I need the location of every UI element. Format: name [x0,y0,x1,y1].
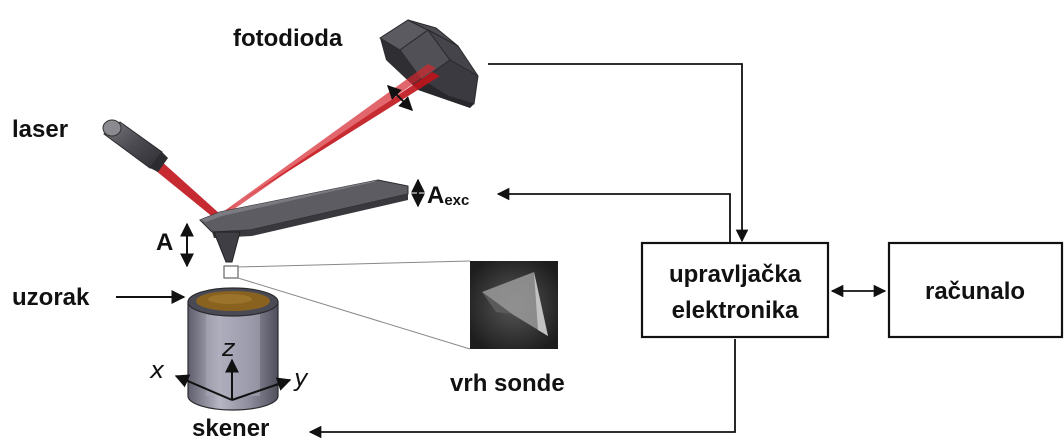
scanner-axes [174,358,292,401]
axis-z-label: z [221,334,236,362]
laser-beam [150,64,440,218]
control-to-scanner-wire [308,339,736,439]
control-to-excitation-wire [496,187,731,243]
laser-label: laser [12,116,68,143]
computer-label: računalo [925,278,1025,305]
control-electronics-line1: upravljačka [669,261,802,288]
axis-y-label: y [293,364,309,392]
control-electronics-box [640,241,830,339]
laser-emitter-icon [102,119,168,172]
control-electronics-line2: elektronika [672,297,799,324]
zoom-line-bottom [237,277,471,350]
amplitude-label: A [156,229,173,256]
axis-x-label: x [149,356,165,384]
photodiode-to-control-wire [488,63,749,243]
computer-box [887,241,1064,339]
beam-deflection-arrow [387,85,413,111]
sample-label: uzorak [12,284,90,311]
cantilever-icon [199,179,409,263]
photodiode-label: fotodioda [233,25,343,52]
probe-tip-image-icon [470,261,558,349]
tip-label: vrh sonde [450,370,565,397]
tip-zoom-marker [223,265,239,279]
zoom-line-top [237,260,471,268]
scanner-label: skener [192,415,269,441]
excitation-label: Aexc [427,182,469,209]
